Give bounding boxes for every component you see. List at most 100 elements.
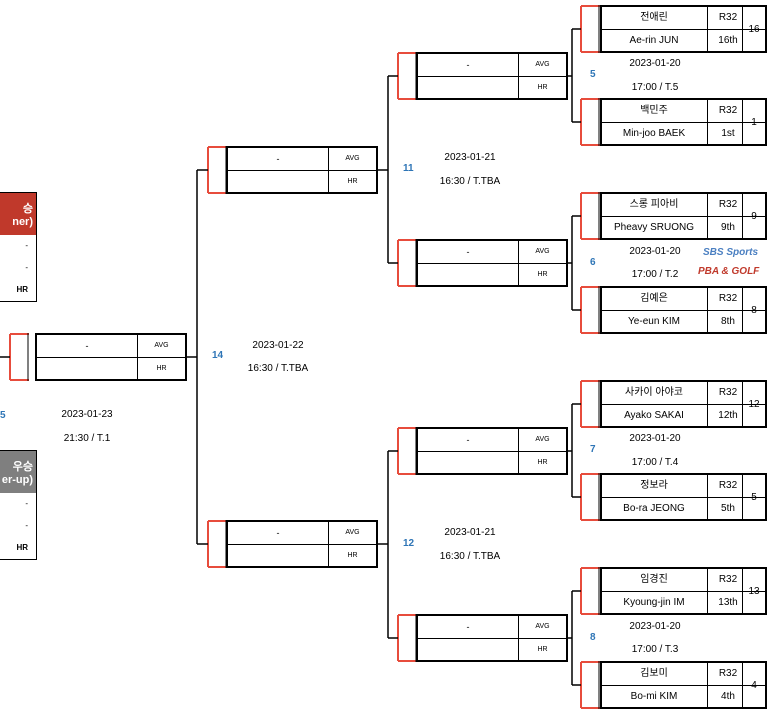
sf-slot-1[interactable]: -AVG HR	[226, 146, 378, 194]
match-number: 12	[403, 538, 415, 549]
player-name-ko: 백민주	[640, 105, 668, 116]
match-time: 17:00 / T.3	[631, 644, 679, 655]
match-time: 17:00 / T.5	[631, 82, 679, 93]
slot-avg: AVG	[518, 241, 566, 263]
round-tag: R32	[707, 382, 748, 404]
runnerup-name-slot: -	[25, 499, 28, 508]
slot-name: -	[466, 435, 470, 445]
player-name-ko: 사카이 아야코	[625, 387, 683, 398]
slot-hr: HR	[518, 639, 566, 661]
player-name-en: Min-joo BAEK	[622, 128, 686, 139]
winner-avg-slot: -	[25, 263, 28, 272]
round-tag: R32	[707, 475, 748, 497]
runnerup-panel: 우승 er-up) - - HR	[0, 450, 37, 560]
winner-header: 승 ner)	[0, 193, 36, 235]
slot-hr: HR	[328, 545, 376, 567]
player-box-4[interactable]: 김예은 R32 Ye-eun KIM 8th 8	[600, 286, 767, 334]
player-seed: 9	[742, 194, 765, 238]
player-box-5[interactable]: 사카이 아야코 R32 Ayako SAKAI 12th 12	[600, 380, 767, 428]
round-tag: R32	[707, 100, 748, 122]
match-number: 14	[212, 350, 224, 361]
player-seed: 16	[742, 7, 765, 51]
slot-name: -	[276, 528, 280, 538]
player-seed: 4	[742, 663, 765, 707]
player-rank: 12th	[707, 405, 748, 427]
match-date: 2023-01-20	[629, 58, 681, 69]
player-rank: 8th	[707, 311, 748, 333]
slot-avg: AVG	[518, 429, 566, 451]
slot-name: -	[85, 341, 89, 351]
runnerup-label: 우승	[12, 461, 33, 473]
qf-slot-4[interactable]: -AVG HR	[416, 614, 568, 662]
round-tag: R32	[707, 288, 748, 310]
match-number: 7	[590, 444, 596, 455]
player-name-en: Ae-rin JUN	[629, 35, 679, 46]
player-name-ko: 전애린	[640, 12, 668, 23]
match-number: 8	[590, 632, 596, 643]
final-slot[interactable]: - AVG HR	[35, 333, 187, 381]
player-rank: 13th	[707, 592, 748, 614]
player-name-ko: 김보미	[640, 668, 668, 679]
qf-slot-3[interactable]: -AVG HR	[416, 427, 568, 475]
slot-hr: HR	[328, 171, 376, 193]
player-box-3[interactable]: 스롱 피아비 R32 Pheavy SRUONG 9th 9	[600, 192, 767, 240]
slot-avg: AVG	[518, 54, 566, 76]
player-seed: 5	[742, 475, 765, 519]
slot-avg: AVG	[328, 148, 376, 170]
runnerup-avg-slot: -	[25, 521, 28, 530]
slot-hr: HR	[518, 264, 566, 286]
slot-name: -	[466, 247, 470, 257]
player-seed: 1	[742, 100, 765, 144]
match-time: 16:30 / T.TBA	[247, 363, 309, 374]
match-date: 2023-01-20	[629, 433, 681, 444]
match-time: 21:30 / T.1	[63, 433, 111, 444]
match-date: 2023-01-22	[252, 340, 304, 351]
player-name-en: Ye-eun KIM	[628, 316, 680, 327]
player-name-ko: 임경진	[640, 574, 668, 585]
match-date: 2023-01-21	[444, 152, 496, 163]
runnerup-header: 우승 er-up)	[0, 451, 36, 493]
winner-hr: HR	[16, 285, 28, 294]
runnerup-label-en: er-up)	[1, 474, 33, 486]
player-name-ko: 김예은	[640, 293, 668, 304]
match-date: 2023-01-20	[629, 621, 681, 632]
player-rank: 16th	[707, 30, 748, 52]
slot-hr: HR	[137, 358, 185, 380]
qf-slot-2[interactable]: - AVG HR	[416, 239, 568, 287]
winner-panel: 승 ner) - - HR	[0, 192, 37, 302]
match-date: 2023-01-23	[61, 409, 113, 420]
match-time: 17:00 / T.4	[631, 457, 679, 468]
player-box-2[interactable]: 백민주 R32 Min-joo BAEK 1st 1	[600, 98, 767, 146]
runnerup-hr: HR	[16, 543, 28, 552]
player-rank: 5th	[707, 498, 748, 520]
player-rank: 1st	[707, 123, 748, 145]
slot-avg: AVG	[137, 335, 185, 357]
qf-slot-1[interactable]: -AVG HR	[416, 52, 568, 100]
player-name-ko: 정보라	[640, 480, 668, 491]
match-date: 2023-01-21	[444, 527, 496, 538]
winner-name-slot: -	[25, 241, 28, 250]
match-number: 6	[590, 257, 596, 268]
player-seed: 8	[742, 288, 765, 332]
slot-name: -	[466, 60, 470, 70]
match-date: 2023-01-20	[629, 246, 681, 257]
player-name-en: Pheavy SRUONG	[613, 222, 695, 233]
player-rank: 4th	[707, 686, 748, 708]
player-name-ko: 스롱 피아비	[629, 199, 679, 210]
winner-label-en: ner)	[12, 216, 33, 228]
round-tag: R32	[707, 194, 748, 216]
player-seed: 12	[742, 382, 765, 426]
round-tag: R32	[707, 569, 748, 591]
sbs-sports-logo: SBS Sports	[703, 247, 759, 258]
match-number: 5	[590, 69, 596, 80]
sf-slot-2[interactable]: -AVG HR	[226, 520, 378, 568]
winner-label: 승	[22, 203, 33, 215]
player-name-en: Ayako SAKAI	[624, 410, 684, 421]
player-rank: 9th	[707, 217, 748, 239]
match-time: 16:30 / T.TBA	[439, 551, 501, 562]
